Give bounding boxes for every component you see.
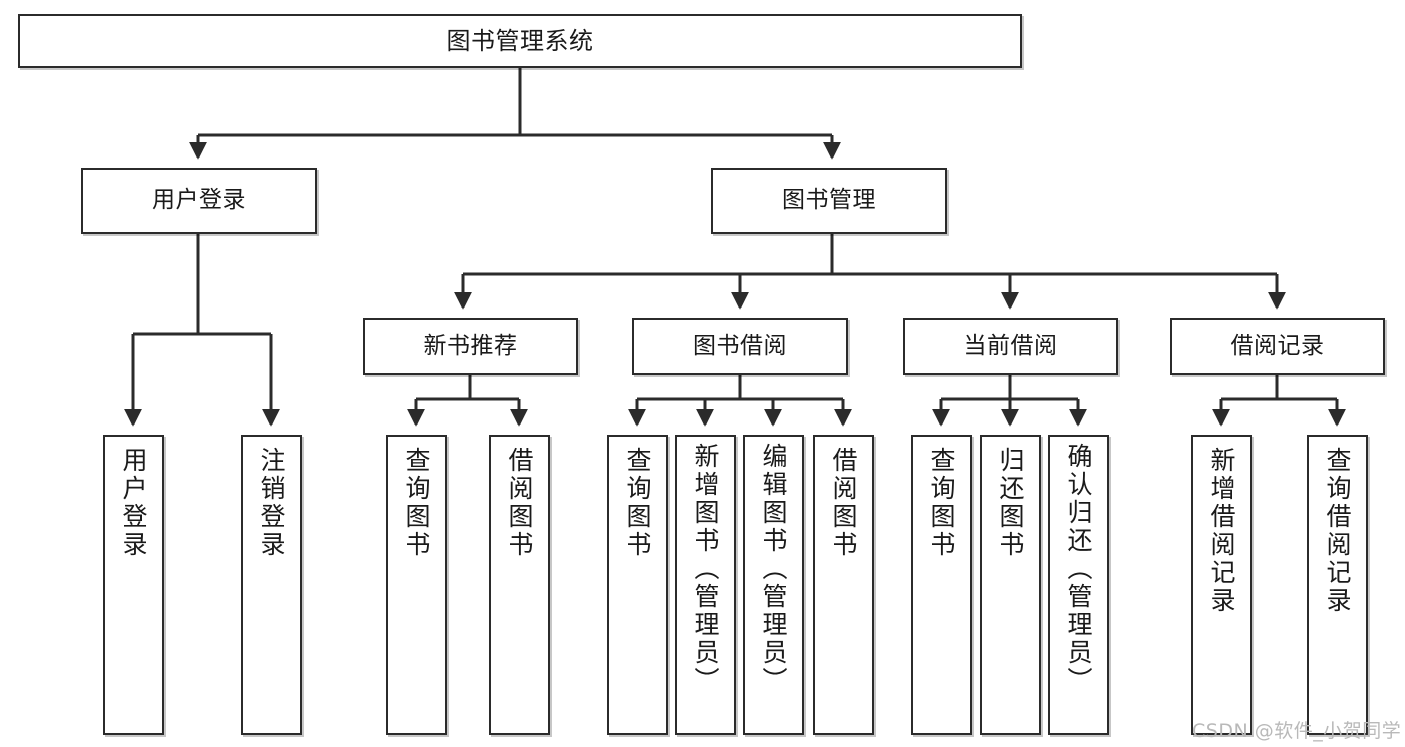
- csdn-watermark: CSDN @软件_小贺同学: [1192, 720, 1402, 742]
- node-leaf-confirm-return[interactable]: 确认归还（管理员）: [1048, 435, 1109, 735]
- node-leaf-add-book-label: 新增图书（管理员）: [691, 443, 720, 695]
- node-leaf-user-logout[interactable]: 注销登录: [241, 435, 302, 735]
- node-leaf-user-login-label: 用户登录: [119, 447, 148, 559]
- node-leaf-add-record[interactable]: 新增借阅记录: [1191, 435, 1252, 735]
- node-leaf-confirm-return-label: 确认归还（管理员）: [1064, 443, 1093, 695]
- node-leaf-query-record[interactable]: 查询借阅记录: [1307, 435, 1368, 735]
- node-leaf-query-book-2[interactable]: 查询图书: [607, 435, 668, 735]
- node-leaf-add-book[interactable]: 新增图书（管理员）: [675, 435, 736, 735]
- node-leaf-query-book-1[interactable]: 查询图书: [386, 435, 447, 735]
- node-book-manage-label: 图书管理: [782, 187, 876, 214]
- node-current-borrow-label: 当前借阅: [963, 332, 1058, 359]
- node-book-manage[interactable]: 图书管理: [711, 168, 947, 234]
- node-root[interactable]: 图书管理系统: [18, 14, 1022, 68]
- node-leaf-edit-book-label: 编辑图书（管理员）: [759, 443, 788, 695]
- node-leaf-user-login[interactable]: 用户登录: [103, 435, 164, 735]
- node-leaf-query-record-label: 查询借阅记录: [1323, 447, 1352, 615]
- node-leaf-edit-book[interactable]: 编辑图书（管理员）: [743, 435, 804, 735]
- node-current-borrow[interactable]: 当前借阅: [903, 318, 1118, 375]
- node-leaf-borrow-book-2-label: 借阅图书: [829, 447, 858, 559]
- node-leaf-borrow-book-2[interactable]: 借阅图书: [813, 435, 874, 735]
- node-leaf-borrow-book-1[interactable]: 借阅图书: [489, 435, 550, 735]
- node-new-book-recommend-label: 新书推荐: [423, 332, 518, 359]
- node-new-book-recommend[interactable]: 新书推荐: [363, 318, 578, 375]
- node-user-login-label: 用户登录: [152, 187, 246, 214]
- node-user-login[interactable]: 用户登录: [81, 168, 317, 234]
- node-leaf-borrow-book-1-label: 借阅图书: [505, 447, 534, 559]
- node-book-borrow[interactable]: 图书借阅: [632, 318, 848, 375]
- node-borrow-record[interactable]: 借阅记录: [1170, 318, 1385, 375]
- node-leaf-query-book-3[interactable]: 查询图书: [911, 435, 972, 735]
- node-root-label: 图书管理系统: [446, 26, 594, 55]
- node-leaf-return-book-label: 归还图书: [996, 447, 1025, 559]
- node-leaf-query-book-1-label: 查询图书: [402, 447, 431, 559]
- node-leaf-query-book-3-label: 查询图书: [927, 447, 956, 559]
- node-leaf-query-book-2-label: 查询图书: [623, 447, 652, 559]
- node-leaf-user-logout-label: 注销登录: [257, 447, 286, 559]
- node-book-borrow-label: 图书借阅: [693, 332, 787, 359]
- node-leaf-add-record-label: 新增借阅记录: [1207, 447, 1236, 615]
- node-leaf-return-book[interactable]: 归还图书: [980, 435, 1041, 735]
- node-borrow-record-label: 借阅记录: [1230, 332, 1325, 359]
